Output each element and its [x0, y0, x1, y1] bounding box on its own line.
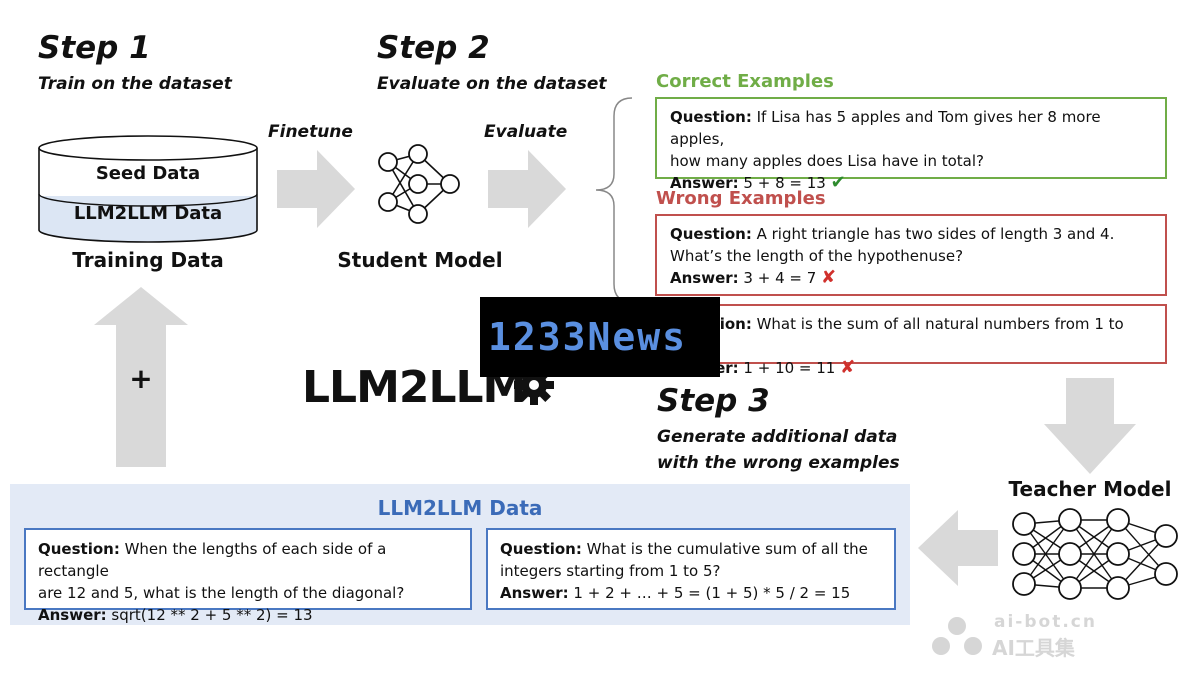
overlay-banner-text: 1233News: [488, 315, 688, 359]
correct-question: Question: If Lisa has 5 apples and Tom g…: [670, 108, 1101, 148]
correct-example-box: Question: If Lisa has 5 apples and Tom g…: [655, 97, 1167, 193]
llm2llm-data-panel: LLM2LLM Data Question: When the lengths …: [10, 484, 910, 625]
left-arrow: [918, 510, 998, 586]
training-data-caption: Training Data: [72, 248, 224, 272]
down-arrow: [1044, 378, 1136, 474]
wrong-example-box-1: Question: A right triangle has two sides…: [655, 214, 1167, 296]
cross-icon: ✘: [840, 357, 856, 378]
step1-subtitle: Train on the dataset: [38, 74, 232, 94]
gen2-answer: Answer: 1 + 2 + … + 5 = (1 + 5) * 5 / 2 …: [500, 584, 851, 602]
cross-icon: ✘: [821, 267, 837, 288]
teacher-model-caption: Teacher Model: [1008, 477, 1172, 501]
correct-question-cont: how many apples does Lisa have in total?: [670, 152, 984, 170]
correct-answer: Answer: 5 + 8 = 13 ✔: [670, 172, 846, 193]
llm2llm-data-box-2: Question: What is the cumulative sum of …: [486, 528, 896, 610]
gen1-question: Question: When the lengths of each side …: [38, 540, 387, 580]
brace-shape: [595, 97, 633, 303]
training-data-cylinder: Seed Data LLM2LLM Data: [38, 134, 258, 244]
watermark-name: AI工具集: [992, 636, 1075, 660]
step2-title: Step 2: [377, 30, 490, 66]
wrong2-question: Question: What is the sum of all natural…: [670, 315, 1124, 355]
up-arrow: [94, 287, 188, 467]
teacher-model-network-icon: [1012, 508, 1178, 600]
step3-subtitle-line2: with the wrong examples: [657, 453, 900, 473]
seed-data-label: Seed Data: [95, 163, 201, 184]
step3-subtitle-line1: Generate additional data: [657, 427, 898, 447]
llm2llm-data-box-1: Question: When the lengths of each side …: [24, 528, 472, 624]
evaluate-label: Evaluate: [484, 122, 568, 142]
wrong1-answer: Answer: 3 + 4 = 7 ✘: [670, 267, 837, 288]
wrong1-question-cont: What’s the length of the hypothenuse?: [670, 247, 964, 265]
step3-title: Step 3: [657, 383, 770, 419]
watermark-logo-icon: [932, 617, 982, 655]
finetune-arrow: [277, 150, 355, 228]
llm2llm-data-title: LLM2LLM Data: [377, 496, 543, 520]
gear-icon: [514, 365, 554, 405]
watermark-domain: ai-bot.cn: [994, 612, 1097, 632]
wrong2-answer: Answer: 1 + 10 = 11 ✘: [670, 357, 856, 378]
cylinder-shape: [38, 135, 258, 243]
llm2llm-data-label: LLM2LLM Data: [73, 203, 223, 224]
evaluate-arrow: [488, 150, 566, 228]
wrong-examples-title: Wrong Examples: [656, 188, 826, 209]
gen1-question-cont: are 12 and 5, what is the length of the …: [38, 584, 405, 602]
wrong1-question: Question: A right triangle has two sides…: [670, 225, 1115, 243]
student-model-network-icon: [378, 144, 460, 224]
step1-title: Step 1: [38, 30, 151, 66]
gen1-answer: Answer: sqrt(12 ** 2 + 5 ** 2) = 13: [38, 606, 313, 624]
finetune-label: Finetune: [268, 122, 353, 142]
correct-examples-title: Correct Examples: [656, 71, 834, 92]
gen2-question-cont: integers starting from 1 to 5?: [500, 562, 721, 580]
step2-subtitle: Evaluate on the dataset: [377, 74, 607, 94]
gen2-question: Question: What is the cumulative sum of …: [500, 540, 868, 558]
student-model-caption: Student Model: [337, 248, 503, 272]
plus-label: +: [129, 362, 153, 395]
check-icon: ✔: [830, 172, 846, 193]
overlay-banner: 1233News: [480, 297, 720, 377]
wrong-example-box-2: Question: What is the sum of all natural…: [655, 304, 1167, 378]
